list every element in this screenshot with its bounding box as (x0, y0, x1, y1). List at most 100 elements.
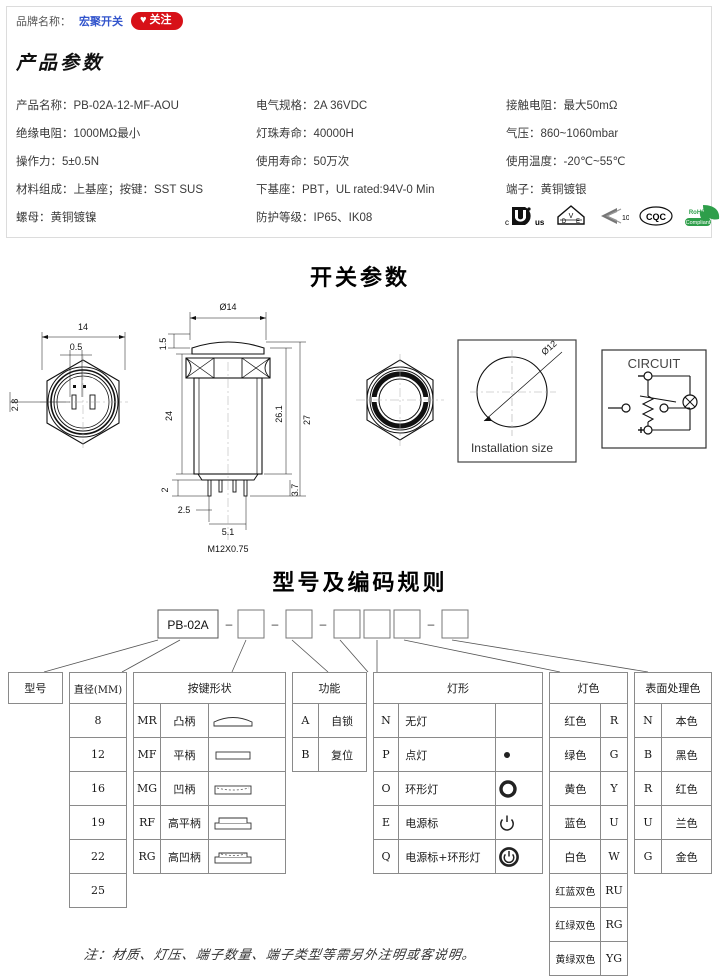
table-row: U (633, 805, 663, 840)
table-row: 凹柄 (159, 771, 209, 806)
dim-pin-bottom: 3.7 (290, 484, 300, 497)
flat-button-icon (207, 737, 287, 772)
spec-cell: 操作力：5±0.5N (16, 156, 99, 168)
table-row: 黄绿双色 (549, 941, 602, 976)
table-row: 复位 (317, 737, 367, 772)
table-row: RG (133, 839, 161, 874)
code-box-empty (363, 609, 391, 639)
no-lamp-cell (495, 703, 544, 738)
cqc-text: CQC (646, 212, 667, 222)
lamp-color-header: 灯色 (549, 672, 628, 704)
table-row: R (633, 771, 663, 806)
follow-button-label: 关注 (149, 14, 172, 26)
spec-cell: 气压：860~1060mbar (506, 128, 619, 140)
domed-button-icon (207, 703, 287, 738)
table-row: Y (600, 771, 628, 806)
product-params-title: 产品参数 (16, 52, 105, 74)
table-row: 红色 (661, 771, 713, 806)
table-row: E (372, 805, 400, 840)
table-row: 无灯 (398, 703, 497, 738)
section-view-drawing (168, 312, 306, 540)
table-row: 红色 (549, 703, 602, 738)
table-row: MG (133, 771, 161, 806)
model-code-diagram: PB-02A – – – – (0, 600, 720, 680)
table-row: 25 (68, 873, 128, 908)
bottom-view-drawing (9, 332, 128, 450)
spec-cell: 绝缘电阻：1000MΩ最小 (16, 128, 141, 140)
dim-bottom-width: 14 (78, 322, 88, 332)
kc-number-text: 10 (622, 215, 629, 222)
power-symbol-icon (495, 805, 544, 840)
code-rules-title: 型号及编码规则 (272, 570, 448, 595)
table-row: 红蓝双色 (549, 873, 602, 908)
dim-bottom-side: 2.8 (10, 399, 20, 412)
dim-inner-length: 26.1 (274, 405, 284, 423)
certification-marks: c us V D E 10 CQC (505, 203, 720, 229)
code-dash: – (428, 617, 435, 631)
dim-total-length: 27 (302, 415, 312, 425)
code-box-empty (237, 609, 265, 639)
spec-cell: 电气规格：2A 36VDC (256, 100, 368, 112)
button-shape-table: 按键形状 MR 凸柄 MF 平柄 MG 凹柄 (133, 672, 287, 874)
circuit-box (601, 349, 707, 449)
table-row: A (292, 703, 319, 738)
installation-size-label: Installation size (471, 441, 553, 455)
table-row: B (633, 737, 663, 772)
table-row: 22 (68, 839, 128, 874)
code-box-empty (333, 609, 361, 639)
footer-note: 注：材质、灯压、端子数量、端子类型等需另外注明或客说明。 (82, 948, 477, 963)
table-row: N (633, 703, 663, 738)
table-row: 19 (68, 805, 128, 840)
spec-cell: 下基座：PBT，UL rated:94V-0 Min (256, 184, 435, 196)
code-dash: – (272, 617, 279, 631)
table-row: 平柄 (159, 737, 209, 772)
table-row: 黑色 (661, 737, 713, 772)
kc-icon: 10 (595, 203, 629, 229)
table-row: 8 (68, 703, 128, 738)
table-row: RF (133, 805, 161, 840)
dim-pin-spacing: 5.1 (222, 527, 235, 537)
table-row: P (372, 737, 400, 772)
spec-cell: 材料组成：上基座；按键：SST SUS (16, 184, 203, 196)
dim-cap-height: 1.5 (158, 338, 168, 351)
vde-icon: V D E (556, 203, 586, 229)
culus-icon: c us (505, 203, 547, 229)
table-row: U (600, 805, 628, 840)
table-row: 绿色 (549, 737, 602, 772)
button-shape-header: 按键形状 (133, 672, 287, 704)
table-row: N (372, 703, 400, 738)
dim-pin-offset: 2.5 (178, 505, 191, 515)
dim-bottom-slot: 0.5 (70, 342, 83, 352)
dot-lamp-icon (495, 737, 544, 772)
circuit-label: CIRCUIT (628, 356, 681, 371)
table-row: G (600, 737, 628, 772)
brand-name-link[interactable]: 宏聚开关 (79, 16, 123, 29)
code-dash: – (320, 617, 327, 631)
table-row: 12 (68, 737, 128, 772)
cqc-icon: CQC (638, 203, 674, 229)
brand-label: 品牌名称： (16, 16, 71, 29)
spec-cell: 端子：黄铜镀银 (506, 184, 587, 196)
ring-lamp-icon (495, 771, 544, 806)
table-row: Q (372, 839, 400, 874)
vde-v-text: V (569, 213, 574, 220)
top-view-drawing (356, 354, 444, 446)
table-row: 电源标+环形灯 (398, 839, 497, 874)
table-row: 高凹柄 (159, 839, 209, 874)
rohs-bottom-text: Compliant (686, 220, 711, 226)
code-dash: – (226, 617, 233, 631)
function-header: 功能 (292, 672, 367, 704)
dim-body-length: 24 (164, 411, 174, 421)
brand-row: 品牌名称： 宏聚开关 ♥ 关注 (16, 12, 183, 31)
lamp-color-table: 灯色 红色 R 绿色 G 黄色 Y 蓝色 U 白色 W 红蓝双色 RU 红绿双色… (549, 672, 628, 976)
concave-button-icon (207, 771, 287, 806)
dim-pin-gap: 2 (160, 487, 170, 492)
follow-button[interactable]: ♥ 关注 (131, 12, 183, 31)
table-row: 蓝色 (549, 805, 602, 840)
model-header: 型号 (8, 672, 63, 704)
spec-cell: 产品名称：PB-02A-12-MF-AOU (16, 100, 179, 112)
spec-cell: 接触电阻：最大50mΩ (506, 100, 618, 112)
code-tables: 型号 直径(MM) 8 12 16 19 22 25 按键形状 MR 凸柄 MF… (8, 672, 713, 976)
table-row: 红绿双色 (549, 907, 602, 942)
table-row: 白色 (549, 839, 602, 874)
